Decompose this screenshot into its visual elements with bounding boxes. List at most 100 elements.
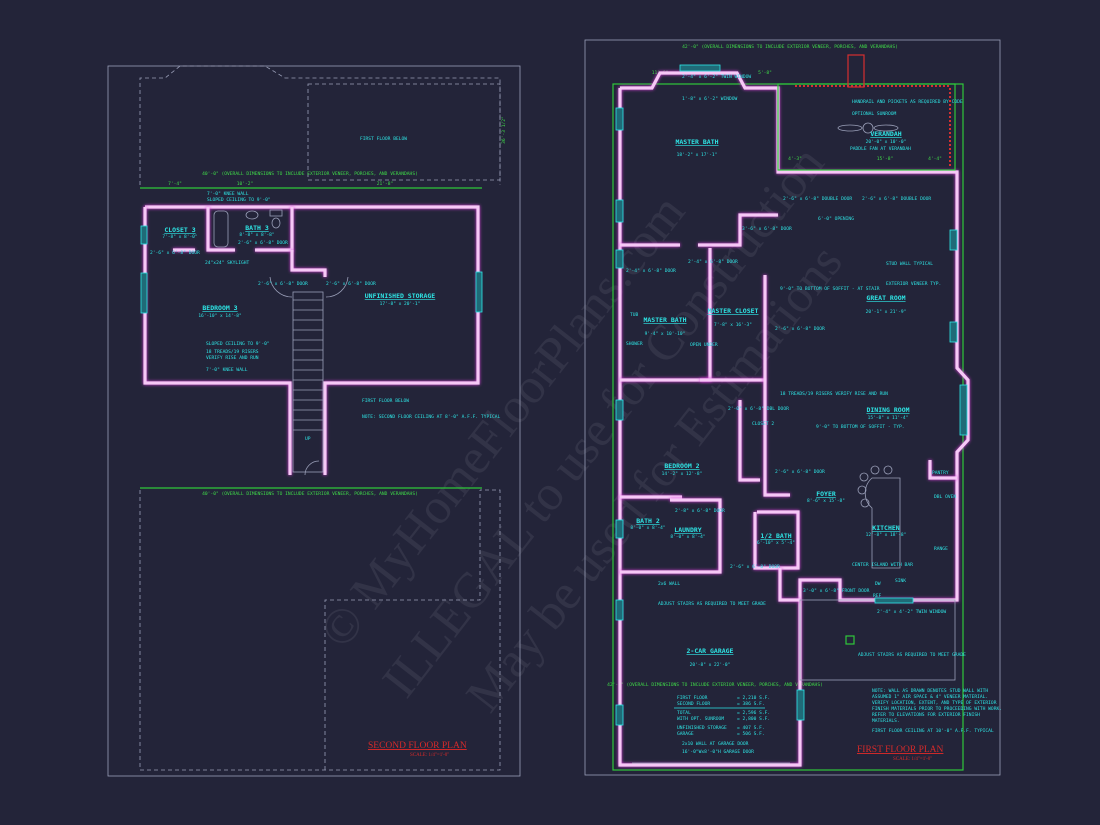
note: NOTE: SECOND FLOOR CEILING AT 8'-0" A.F.…: [362, 414, 501, 420]
note: MATERIALS.: [872, 718, 900, 724]
note: PADDLE FAN AT VERANDAH: [850, 146, 911, 152]
area-table: FIRST FLOOR = 2,210 S.F. SECOND FLOOR = …: [674, 695, 770, 737]
note: 2x6 WALL: [658, 581, 680, 587]
room-size: 20'-0" x 10'-0": [866, 139, 907, 145]
room-label: MASTER CLOSET: [708, 307, 759, 315]
window: [475, 271, 483, 313]
note: FINISH MATERIALS PRIOR TO PROCEEDING WIT…: [872, 706, 1002, 712]
area-value: = 2,210 S.F.: [737, 695, 770, 701]
room-size: 15'-8" x 11'-4": [868, 415, 909, 421]
window: [615, 519, 624, 539]
note: SLOPED CEILING TO 9'-0": [206, 341, 270, 347]
area-label: FIRST FLOOR: [677, 695, 708, 701]
room-label: BEDROOM 2: [664, 462, 699, 470]
room-size: 14'-2" x 12'-8": [662, 471, 703, 477]
window: [949, 229, 958, 251]
second-floor-plan: 40'-0" (OVERALL DIMENSIONS TO INCLUDE EX…: [107, 65, 521, 777]
note: OPEN UNDER: [690, 342, 718, 348]
note: ASSUMED 1" AIR SPACE & 4" VENEER MATERIA…: [872, 694, 988, 700]
window: [796, 689, 805, 721]
stair: [269, 276, 349, 476]
window: [615, 199, 624, 223]
note: UP: [305, 436, 311, 442]
note: SHOWER: [626, 341, 643, 347]
room-size: 7'-8" x 16'-3": [714, 322, 752, 328]
room-size: 20'-8" x 22'-0": [690, 662, 731, 668]
room-size: 9'-4" x 10'-10": [645, 331, 686, 337]
overall-dim-top: 42'-0" (OVERALL DIMENSIONS TO INCLUDE EX…: [682, 44, 898, 50]
note: FIRST FLOOR BELOW: [362, 398, 409, 404]
window: [140, 272, 148, 314]
note: DBL OVEN: [934, 494, 956, 500]
door-label: 2'-6" x 6'-8" DOOR: [730, 564, 780, 570]
note: 24"x24" SKYLIGHT: [205, 260, 249, 266]
overall-dim-bottom: 40'-0" (OVERALL DIMENSIONS TO INCLUDE EX…: [202, 491, 418, 497]
door-label: 2'-6" x 6'-8" DOOR: [258, 281, 308, 287]
area-value: = 506 S.F.: [737, 731, 765, 737]
overall-dim-top: 40'-0" (OVERALL DIMENSIONS TO INCLUDE EX…: [202, 171, 418, 177]
note: 18 TREADS/19 RISERS: [206, 349, 259, 355]
room-label: BATH 2: [636, 517, 660, 525]
note: REFER TO ELEVATIONS FOR EXTERIOR FINISH: [872, 712, 980, 718]
window: [615, 599, 624, 621]
window: [949, 321, 958, 343]
room-label: LAUNDRY: [674, 526, 701, 534]
window-label: 2'-4" x 4'-2" TWIN WINDOW: [877, 609, 946, 615]
room-label: BATH 3: [245, 224, 269, 232]
general-note: NOTE: WALL AS DRAWN DENOTES STUD WALL WI…: [872, 688, 1002, 734]
area-label: GARAGE: [677, 731, 694, 737]
note: RANGE: [934, 546, 948, 552]
note: CENTER ISLAND WITH BAR: [852, 562, 913, 568]
window: [615, 399, 624, 421]
room-size: 17'-8" x 20'-1": [380, 301, 421, 307]
note: FIRST FLOOR CEILING AT 10'-0" A.F.F. TYP…: [872, 728, 994, 734]
dim: 36'-3 1/2": [501, 116, 507, 144]
dim: 21'-8": [377, 181, 394, 187]
scale-label: SCALE: 1/4"=1'-0": [410, 753, 449, 758]
note: DW: [875, 581, 881, 587]
door-label: 2'-4" x 6'-8" DOOR: [688, 259, 738, 265]
room-size: 8'-0" x 8'-4": [630, 525, 665, 531]
note: CLOSET 2: [752, 421, 774, 427]
door-label: 2'-6" x 6'-8" DOOR: [775, 469, 825, 475]
note: 9'-0" TO BOTTOM OF SOFFIT - TYP.: [816, 424, 905, 430]
room-label: DINING ROOM: [866, 406, 909, 414]
note: 18 TREADS/19 RISERS VERIFY RISE AND RUN: [780, 391, 888, 397]
note: ADJUST STAIRS AS REQUIRED TO MEET GRADE: [658, 601, 766, 607]
room-label: UNFINISHED STORAGE: [365, 292, 436, 300]
room-label: CLOSET 3: [164, 226, 195, 234]
area-label: SECOND FLOOR: [677, 701, 710, 707]
room-size: 7'-8" x 8'-0": [162, 234, 197, 240]
door-label: 2'-0" x 6'-8" DBL DOOR: [728, 406, 789, 412]
door-label: 2'-4" x 6'-8" DOOR: [626, 268, 676, 274]
note: TUB: [630, 312, 639, 318]
door-label: 2'-8" x 6'-8" DOOR: [675, 508, 725, 514]
note: NOTE: WALL AS DRAWN DENOTES STUD WALL WI…: [872, 688, 988, 694]
note: EXTERIOR VENEER TYP.: [886, 281, 941, 287]
dim: 5'-8": [758, 70, 772, 76]
room-label: VERANDAH: [870, 130, 901, 138]
window: [140, 225, 148, 245]
room-size: 18'-2" x 17'-1": [677, 152, 718, 158]
note: HANDRAIL AND PICKETS AS REQUIRED BY CODE: [852, 99, 963, 105]
room-size: 8'-6" x 15'-8": [807, 498, 845, 504]
dim: 10'-2": [237, 181, 254, 187]
window: [615, 107, 624, 131]
area-value: = 386 S.F.: [737, 701, 765, 707]
overall-dim-bottom: 42'-0" (OVERALL DIMENSIONS TO INCLUDE EX…: [607, 682, 823, 688]
area-value: = 2,800 S.F.: [737, 716, 770, 722]
door-label: 2'-6" x 6'-8" DOOR: [775, 326, 825, 332]
note: 7'-0" KNEE WALL: [207, 191, 249, 197]
room-size: 16'-10" x 14'-8": [198, 313, 241, 319]
window: [874, 597, 914, 604]
area-value: = 2,596 S.F.: [737, 710, 770, 716]
window: [615, 704, 624, 726]
note: 9'-0" TO BOTTOM OF SOFFIT - AT STAIR: [780, 286, 880, 292]
door-label: 3'-6" x 6'-8" DOOR: [742, 226, 792, 232]
room-size: 6'-10" x 5'-4": [757, 540, 795, 546]
window: [679, 64, 721, 72]
dim: 7'-4": [168, 181, 182, 187]
room-label: MASTER BATH: [675, 138, 718, 146]
note: PANTRY: [932, 470, 949, 476]
first-floor-plan: 42'-0" (OVERALL DIMENSIONS TO INCLUDE EX…: [584, 39, 1002, 776]
